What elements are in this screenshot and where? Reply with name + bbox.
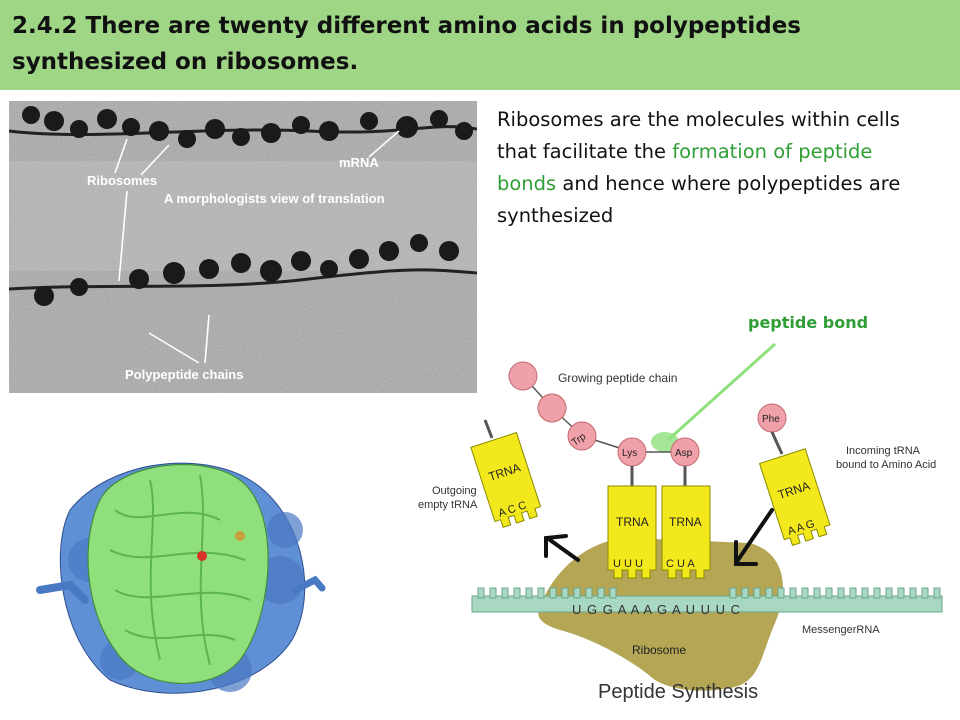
trna-asp: TRNA C U A <box>661 485 711 579</box>
trna-lys: TRNA U U U <box>607 485 657 579</box>
outgoing-label-2: empty tRNA <box>418 499 478 511</box>
mrna-sequence: U G G A A A G A U U U C <box>572 602 741 617</box>
title-bar: 2.4.2 There are twenty different amino a… <box>0 0 960 90</box>
trna-incoming: TRNA A A G <box>758 448 831 547</box>
arrow-outgoing <box>544 534 580 562</box>
arrow-incoming <box>734 508 774 566</box>
growing-chain-label: Growing peptide chain <box>558 371 677 385</box>
mrna-teeth <box>477 587 941 599</box>
outgoing-label-1: Outgoing <box>432 485 477 497</box>
body-text-plain: Ribosomes are the molecules within cells… <box>497 108 900 163</box>
peptide-bond-pointer <box>666 342 777 442</box>
micro-label-chains: Polypeptide chains <box>125 367 243 382</box>
amino-acid-1 <box>508 361 538 391</box>
micro-label-mrna: mRNA <box>339 155 379 170</box>
body-text: Ribosomes are the molecules within cells… <box>497 104 917 232</box>
ribosome-structure-model <box>36 462 326 694</box>
micro-label-ribosomes: Ribosomes <box>87 173 157 188</box>
ribosome-label: Ribosome <box>632 643 686 657</box>
peptide-synthesis-caption: Peptide Synthesis <box>598 681 758 703</box>
body-text-highlight: formation of peptide bonds <box>497 140 873 195</box>
svg-text:TRNA: TRNA <box>669 515 702 529</box>
slide-title: 2.4.2 There are twenty different amino a… <box>12 13 801 75</box>
lys-label: Lys <box>622 448 637 459</box>
trna-outgoing: TRNA A C C <box>470 431 542 528</box>
amino-acid-2 <box>537 393 567 423</box>
mrna-strand <box>471 595 943 613</box>
ribosome-body <box>538 538 783 691</box>
svg-text:TRNA: TRNA <box>616 515 649 529</box>
phe-label: Phe <box>762 414 780 425</box>
asp-label: Asp <box>675 448 693 459</box>
peptide-synthesis-diagram: Ribosome U G G A A A G A U U U C Messeng… <box>418 342 943 703</box>
body-text-tail: and hence where polypeptides are synthes… <box>497 172 901 227</box>
amino-acid-trp <box>567 421 597 451</box>
incoming-label-2: bound to Amino Acid <box>836 459 936 471</box>
messenger-rna-label: MessengerRNA <box>802 624 880 636</box>
svg-text:U U U: U U U <box>613 558 643 570</box>
svg-text:C U A: C U A <box>666 558 695 570</box>
micro-label-caption: A morphologists view of translation <box>164 191 385 206</box>
translation-micrograph: Ribosomes mRNA A morphologists view of t… <box>9 101 477 393</box>
peptide-bond-label: peptide bond <box>748 313 869 332</box>
incoming-label-1: Incoming tRNA <box>846 445 921 457</box>
